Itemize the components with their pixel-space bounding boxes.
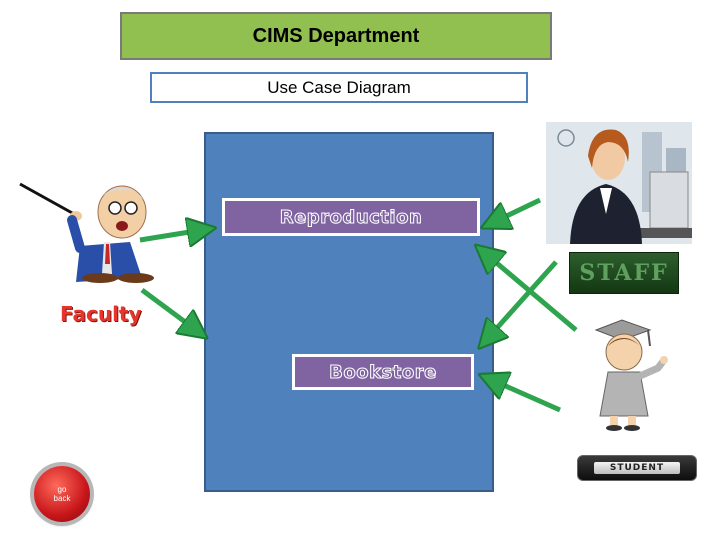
student-badge-text: STUDENT: [609, 463, 665, 473]
diagram-subtitle-text: Use Case Diagram: [267, 77, 411, 97]
diagram-title-text: CIMS Department: [252, 24, 420, 47]
faculty-glasses-right: [124, 201, 138, 215]
use-case-bookstore[interactable]: Bookstore: [292, 354, 474, 390]
student-badge-inner: STUDENT: [594, 462, 680, 474]
student-leg-right: [628, 416, 636, 426]
faculty-shoe-right: [118, 273, 154, 283]
arrow-faculty-to-bookstore: [140, 287, 196, 330]
wall-clock-icon: [557, 129, 575, 147]
student-badge: STUDENT: [577, 455, 697, 481]
staff-collar: [600, 188, 612, 214]
go-back-button[interactable]: go back: [34, 466, 90, 522]
faculty-label: Faculty: [60, 302, 142, 326]
desk: [636, 228, 692, 238]
pointer-stick: [19, 182, 75, 216]
go-back-line1: go: [57, 485, 67, 494]
go-back-line2: back: [53, 494, 71, 503]
arrow-staff-to-reproduction: [494, 197, 542, 222]
staff-badge: STAFF: [569, 252, 679, 294]
staff-hair: [588, 129, 629, 168]
arrow-faculty-to-reproduction: [139, 230, 202, 240]
faculty-hair: [100, 187, 144, 200]
student-shoe-left: [606, 425, 622, 431]
arrow-staff-to-bookstore: [488, 260, 558, 338]
diagram-subtitle: Use Case Diagram: [150, 72, 528, 103]
staff-face: [591, 136, 625, 180]
arrow-student-to-reproduction: [486, 254, 578, 332]
faculty-shoe-left: [82, 273, 118, 283]
use-case-reproduction[interactable]: Reproduction: [222, 198, 480, 236]
faculty-glasses-left: [108, 201, 122, 215]
staff-badge-text: STAFF: [579, 260, 669, 286]
student-hand: [660, 356, 668, 364]
faculty-head: [97, 185, 147, 239]
arrow-student-to-bookstore: [492, 380, 562, 413]
faculty-actor-icon: [19, 182, 154, 283]
student-hair: [608, 338, 640, 346]
staff-actor-icon: [546, 122, 692, 244]
use-case-bookstore-label: Bookstore: [329, 361, 437, 383]
faculty-arm: [67, 215, 85, 253]
student-gown: [599, 371, 649, 417]
student-actor-icon: [594, 319, 668, 431]
system-boundary: [204, 132, 494, 492]
diagram-title: CIMS Department: [120, 12, 552, 60]
faculty-mouth: [116, 221, 128, 231]
cap-tassel: [647, 329, 651, 347]
student-shoe-right: [624, 425, 640, 431]
student-leg-left: [610, 416, 618, 426]
faculty-tie: [105, 244, 110, 264]
student-head: [605, 333, 643, 371]
use-case-reproduction-label: Reproduction: [279, 206, 423, 228]
graduation-cap-icon: [594, 319, 652, 341]
